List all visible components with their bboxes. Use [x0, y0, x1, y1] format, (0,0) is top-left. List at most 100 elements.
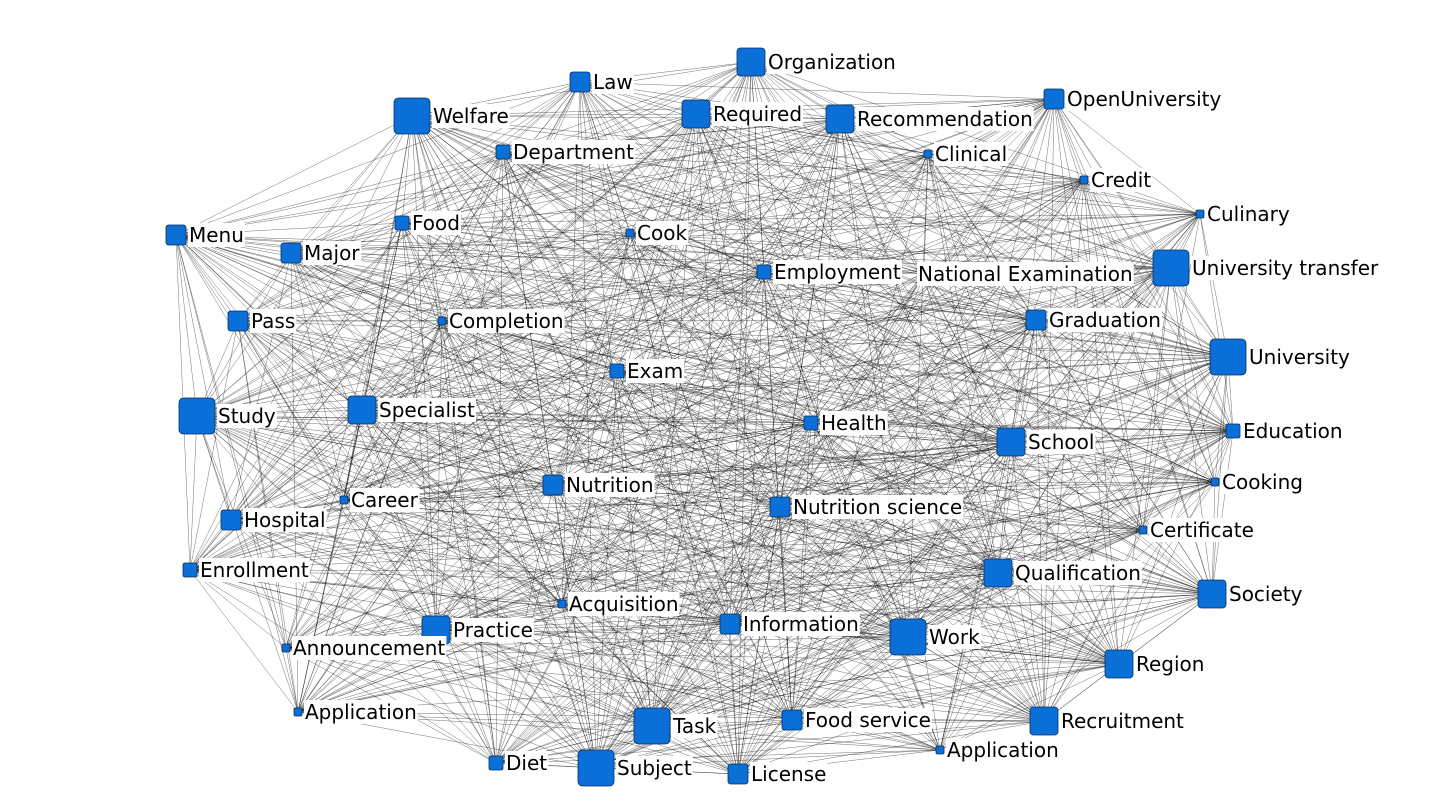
node-food	[394, 215, 410, 231]
node-enrollment	[182, 562, 198, 578]
edge-openuniversity-enrollment	[189, 98, 1055, 571]
label-background-openuniversity	[1066, 87, 1223, 111]
edge-exam-task	[616, 370, 653, 727]
edge-organization-study	[196, 61, 752, 417]
edge-university-task	[651, 356, 1229, 727]
edge-pass-nutrition-science	[237, 320, 781, 508]
edge-cook-food-service	[629, 232, 793, 721]
node-employment	[756, 264, 772, 280]
edge-national-examination-region	[923, 273, 1120, 665]
edge-department-license	[502, 151, 739, 775]
edge-study-school	[196, 415, 1012, 443]
edge-university-transfer-nutrition-science	[779, 267, 1172, 508]
edge-recommendation-university	[839, 118, 1229, 358]
edge-recommendation-study	[196, 118, 841, 417]
edge-employment-study	[196, 271, 765, 417]
edge-culinary-food	[401, 213, 1201, 224]
edge-openuniversity-credit	[1053, 98, 1085, 181]
edge-openuniversity-education	[1053, 98, 1234, 432]
label-background-specialist	[378, 398, 477, 422]
edge-cooking-acquisition	[561, 481, 1216, 605]
edge-education-work	[907, 430, 1234, 638]
edge-education-cooking	[1214, 430, 1234, 483]
edge-graduation-certificate	[1035, 319, 1144, 531]
edge-study-career	[196, 415, 345, 501]
edge-announcement-application-left	[285, 647, 299, 713]
edge-employment-region	[763, 271, 1120, 665]
label-background-task	[671, 714, 718, 738]
edge-openuniversity-culinary	[1053, 98, 1201, 215]
label-national-examination: National Examination	[918, 262, 1133, 286]
label-background-application-left	[304, 700, 418, 724]
label-diet: Diet	[506, 751, 547, 775]
edge-recommendation-nutrition	[552, 118, 841, 486]
edge-university-transfer-education	[1170, 267, 1234, 432]
edge-practice-region	[435, 629, 1120, 665]
label-food-service: Food service	[805, 708, 931, 732]
edge-recommendation-major	[290, 118, 841, 254]
edge-employment-acquisition	[561, 271, 765, 605]
edge-major-university	[290, 252, 1229, 358]
edge-employment-exam	[616, 271, 765, 372]
edge-study-health	[196, 415, 812, 424]
label-background-food-service	[804, 708, 932, 732]
edge-graduation-hospital	[230, 319, 1037, 521]
label-background-food	[411, 211, 461, 235]
edge-study-subject	[196, 415, 597, 769]
edge-practice-subject	[435, 629, 597, 769]
edge-completion-cooking	[441, 320, 1216, 483]
edge-cook-certificate	[629, 232, 1144, 531]
edge-graduation-school	[1010, 319, 1037, 443]
network-edges	[175, 61, 1234, 775]
edge-work-license	[737, 636, 909, 775]
edge-food-practice	[401, 222, 437, 631]
edge-credit-national-examination	[923, 179, 1085, 275]
edge-required-license	[695, 113, 739, 775]
network-nodes	[165, 47, 1247, 787]
node-culinary	[1195, 209, 1205, 219]
edge-education-certificate	[1142, 430, 1234, 531]
edge-recommendation-specialist	[361, 118, 841, 411]
label-background-study	[217, 404, 277, 428]
edge-university-transfer-cooking	[1170, 267, 1216, 483]
label-nutrition: Nutrition	[566, 473, 654, 497]
edge-credit-completion	[441, 179, 1085, 322]
edge-enrollment-application-left	[189, 569, 299, 713]
edge-society-subject	[595, 593, 1213, 769]
node-announcement	[281, 643, 291, 653]
edge-department-school	[502, 151, 1012, 443]
edge-food-exam	[401, 222, 618, 372]
edge-recommendation-acquisition	[561, 118, 841, 605]
edge-law-pass	[237, 81, 581, 322]
node-diet	[488, 755, 504, 771]
node-education	[1225, 423, 1241, 439]
label-background-major	[303, 241, 362, 265]
edge-region-task	[651, 663, 1120, 727]
edge-enrollment-recruitment	[189, 569, 1045, 722]
edge-pass-health	[237, 320, 812, 424]
edge-pass-food-service	[237, 320, 793, 721]
edge-law-acquisition	[561, 81, 581, 605]
edge-food-diet	[401, 222, 497, 764]
edge-school-enrollment	[189, 441, 1012, 571]
edge-university-cooking	[1214, 356, 1229, 483]
label-background-recruitment	[1060, 709, 1186, 733]
edge-work-diet	[495, 636, 909, 764]
edge-food-school	[401, 222, 1012, 443]
node-organization	[736, 47, 766, 77]
edge-nutrition-region	[552, 484, 1120, 665]
edge-clinical-major	[290, 153, 929, 254]
edge-food-information	[401, 222, 731, 625]
edge-nutrition-science-practice	[435, 506, 781, 631]
edge-specialist-diet	[361, 409, 497, 764]
edge-cook-acquisition	[561, 232, 631, 605]
edge-required-nutrition-science	[695, 113, 781, 508]
edge-law-menu	[175, 81, 581, 236]
edge-cooking-application-left	[297, 481, 1216, 713]
edge-study-certificate	[196, 415, 1144, 531]
edge-university-transfer-study	[196, 267, 1172, 417]
edge-major-hospital	[230, 252, 292, 521]
label-society: Society	[1229, 582, 1303, 606]
edge-major-nutrition	[290, 252, 554, 486]
